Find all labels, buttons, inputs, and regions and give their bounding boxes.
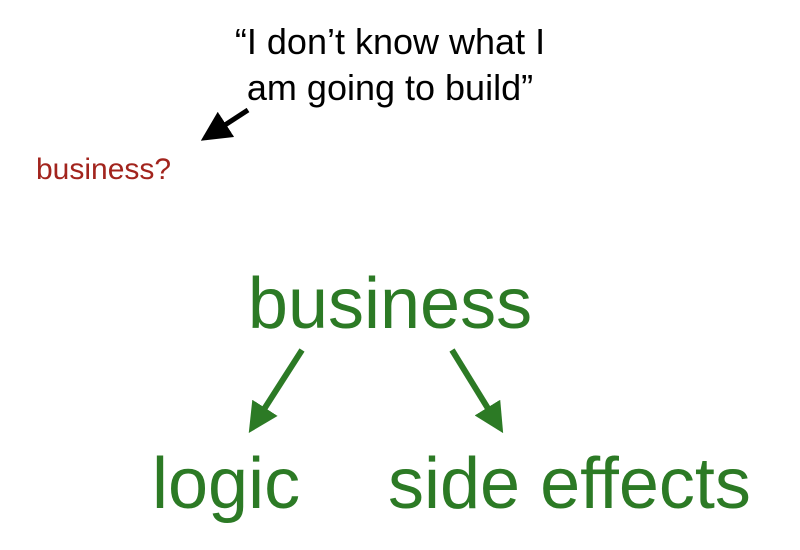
quote-to-question-arrow: [200, 107, 250, 141]
business-root-label: business: [247, 264, 533, 344]
business-question-label: business?: [36, 153, 172, 186]
quote-line-2: am going to build”: [246, 67, 534, 108]
business-to-side-effects-arrow: [449, 348, 504, 434]
business-to-logic-arrow: [248, 348, 305, 434]
side-effects-label: side effects: [388, 444, 751, 524]
logic-label: logic: [152, 444, 301, 524]
quote-line-1: “I don’t know what I: [234, 21, 546, 62]
